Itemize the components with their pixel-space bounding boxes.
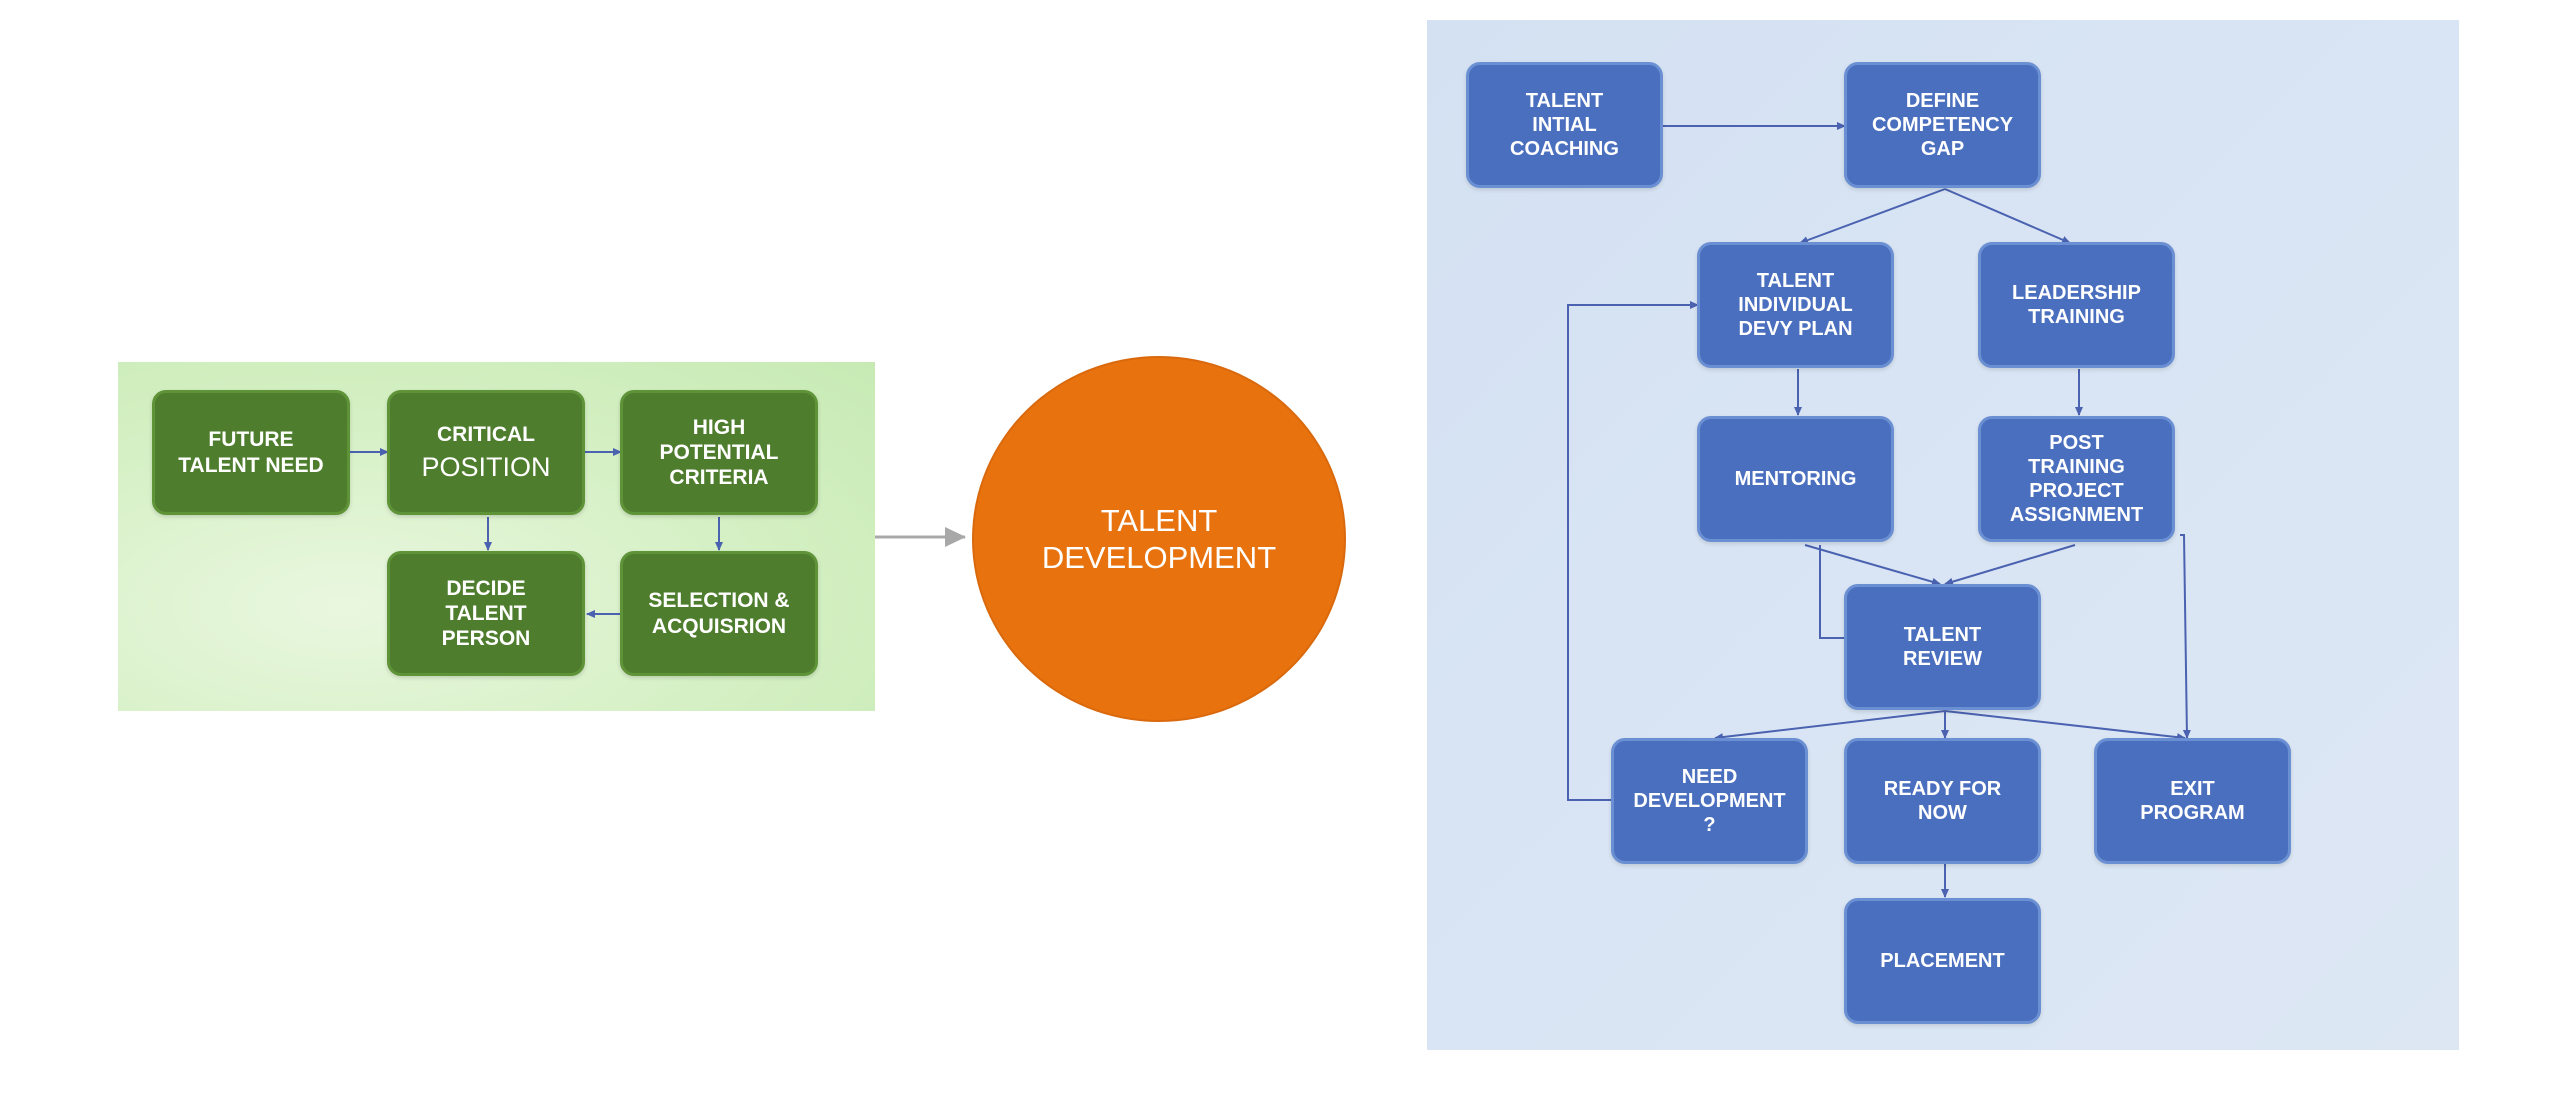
need-development-box: NEED DEVELOPMENT ?	[1611, 738, 1808, 864]
selection-acquisition-box: SELECTION & ACQUISRION	[620, 551, 818, 676]
talent-initial-coaching-box: TALENT INTIAL COACHING	[1466, 62, 1663, 188]
define-competency-gap-box: DEFINE COMPETENCY GAP	[1844, 62, 2041, 188]
exit-program-box: EXIT PROGRAM	[2094, 738, 2291, 864]
talent-individual-devy-plan-box: TALENT INDIVIDUAL DEVY PLAN	[1697, 242, 1894, 368]
placement-box: PLACEMENT	[1844, 898, 2041, 1024]
decide-talent-person-box: DECIDE TALENT PERSON	[387, 551, 585, 676]
talent-development-circle: TALENT DEVELOPMENT	[972, 356, 1346, 722]
future-talent-need-box: FUTURE TALENT NEED	[152, 390, 350, 515]
critical-position-line2: POSITION	[421, 451, 551, 482]
leadership-training-box: LEADERSHIP TRAINING	[1978, 242, 2175, 368]
ready-for-now-box: READY FOR NOW	[1844, 738, 2041, 864]
critical-position-box: CRITICAL POSITION	[387, 390, 585, 515]
post-training-project-assignment-box: POST TRAINING PROJECT ASSIGNMENT	[1978, 416, 2175, 542]
critical-position-line1: CRITICAL	[437, 422, 535, 446]
high-potential-criteria-box: HIGH POTENTIAL CRITERIA	[620, 390, 818, 515]
talent-review-box: TALENT REVIEW	[1844, 584, 2041, 710]
mentoring-box: MENTORING	[1697, 416, 1894, 542]
